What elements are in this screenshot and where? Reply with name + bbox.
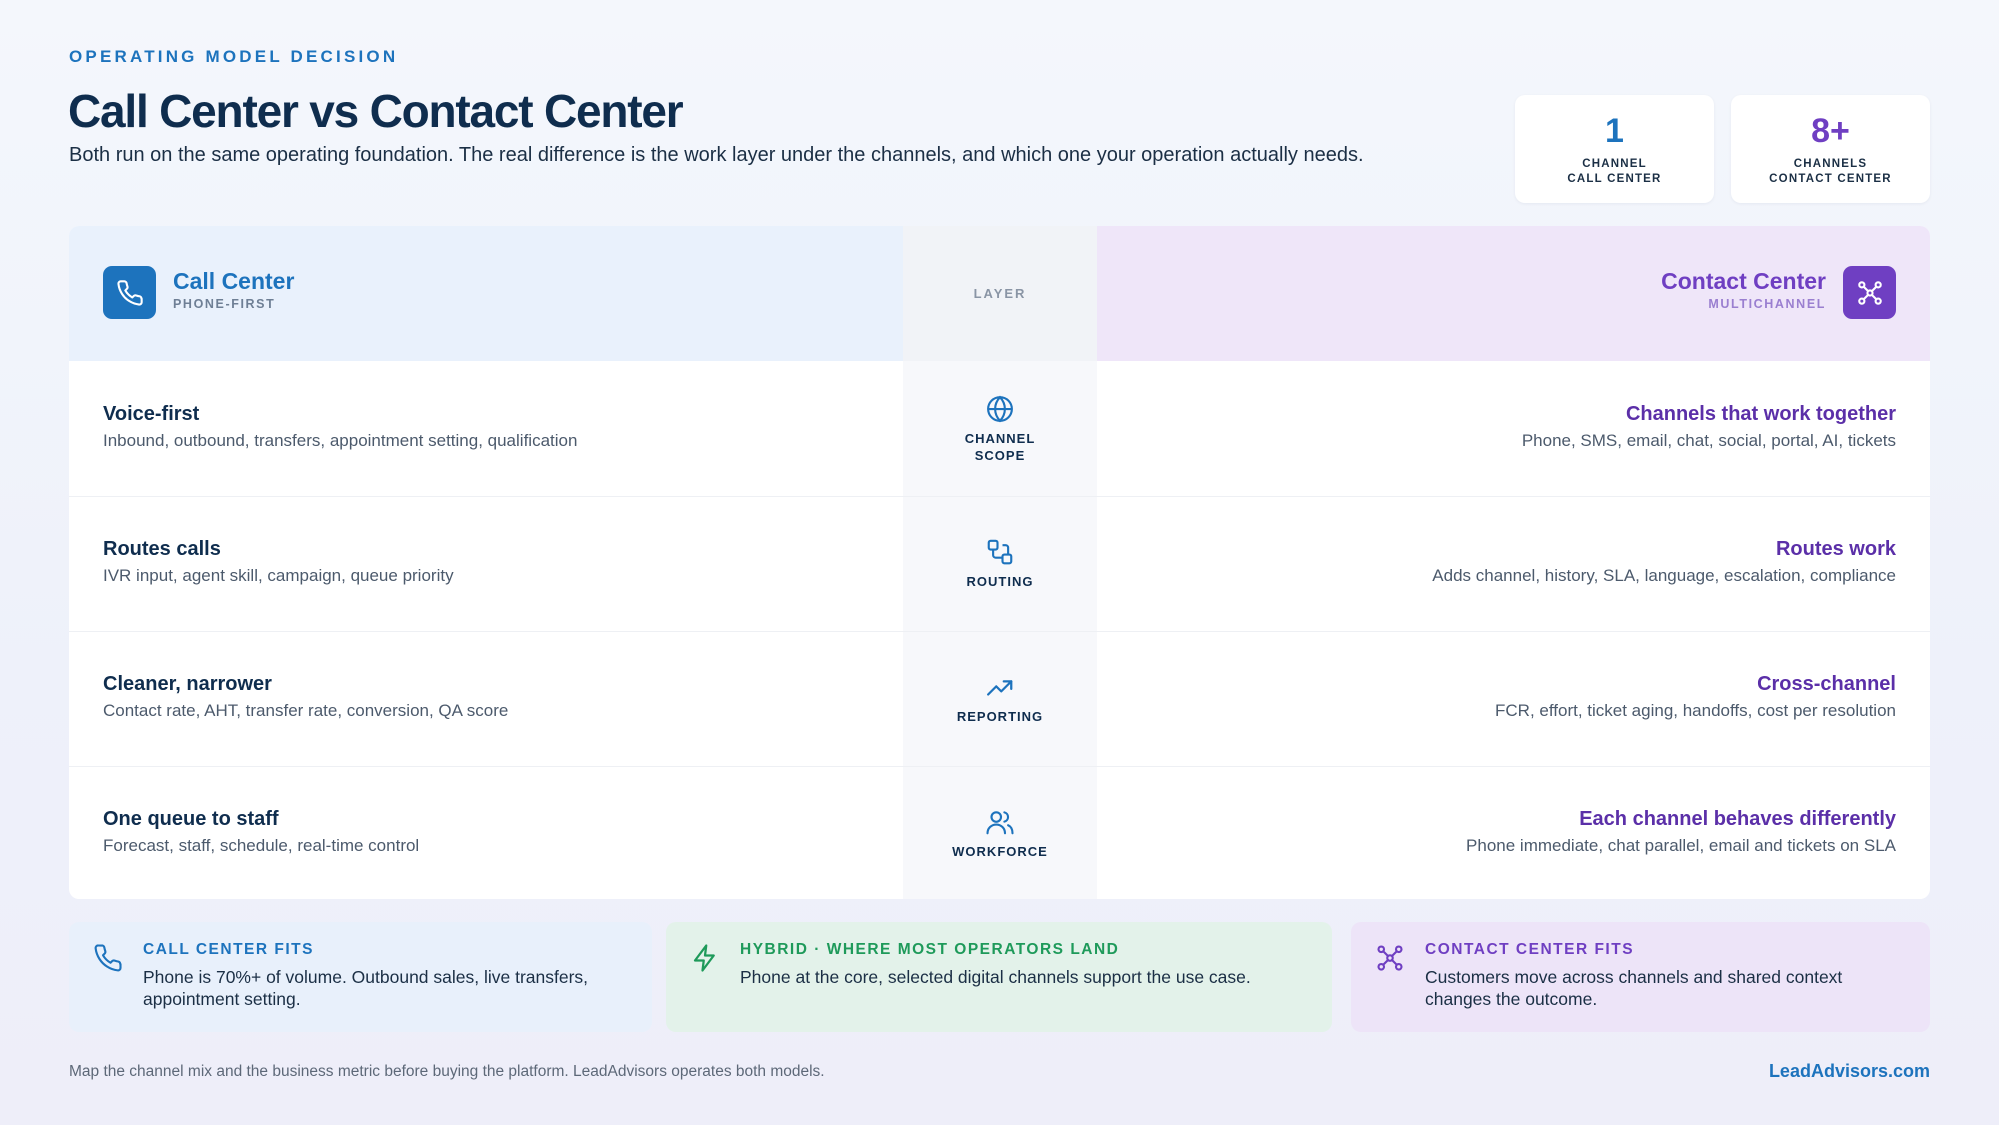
- contact-center-cell: Each channel behaves differently Phone i…: [1116, 806, 1896, 858]
- fit-desc: Phone at the core, selected digital chan…: [740, 967, 1251, 987]
- layer-label-line: SCOPE: [974, 447, 1026, 463]
- contact-center-title: Contact Center: [1661, 268, 1826, 294]
- page-subtitle: Both run on the same operating foundatio…: [69, 144, 1364, 166]
- stat-label: CHANNELS CONTACT CENTER: [1731, 157, 1930, 187]
- layer-header: LAYER: [903, 226, 1097, 361]
- bolt-icon: [693, 944, 715, 972]
- phone-icon: [94, 944, 122, 972]
- call-center-title: Call Center: [173, 268, 295, 294]
- cell-title: Cleaner, narrower: [103, 673, 272, 695]
- layer-label: ROUTING: [967, 573, 1034, 590]
- fit-title: CALL CENTER FITS: [143, 941, 314, 958]
- layer-cell: WORKFORCE: [903, 766, 1097, 899]
- stat-label-line: CALL CENTER: [1567, 173, 1662, 185]
- contact-center-cell: Routes work Adds channel, history, SLA, …: [1116, 536, 1896, 588]
- layer-label: REPORTING: [957, 708, 1043, 725]
- layer-cell: CHANNEL SCOPE: [903, 361, 1097, 496]
- phone-icon: [103, 266, 156, 319]
- call-center-cell: Voice-first Inbound, outbound, transfers…: [103, 401, 883, 453]
- cell-title: Routes work: [1775, 538, 1896, 560]
- call-center-fits-card: CALL CENTER FITS Phone is 70%+ of volume…: [69, 922, 652, 1032]
- users-icon: [986, 811, 1014, 835]
- brand-link[interactable]: LeadAdvisors.com: [1768, 1061, 1930, 1081]
- row-divider: [69, 631, 1930, 632]
- layer-label: WORKFORCE: [952, 843, 1048, 860]
- footnote: Map the channel mix and the business met…: [69, 1063, 825, 1080]
- contact-center-fits-card: CONTACT CENTER FITS Customers move acros…: [1351, 922, 1930, 1032]
- fit-desc: Phone is 70%+ of volume. Outbound sales,…: [143, 967, 589, 1009]
- contact-center-cell: Channels that work together Phone, SMS, …: [1116, 401, 1896, 453]
- layer-label-line: CHANNEL: [964, 430, 1036, 446]
- call-center-header: Call Center PHONE-FIRST: [69, 226, 903, 361]
- network-icon: [1843, 266, 1896, 319]
- contact-center-header: Contact Center MULTICHANNEL: [1097, 226, 1930, 361]
- layer-label: CHANNEL SCOPE: [965, 430, 1036, 464]
- table-row: Routes calls IVR input, agent skill, cam…: [69, 496, 1930, 631]
- table-row: Voice-first Inbound, outbound, transfers…: [69, 361, 1930, 496]
- cell-desc: FCR, effort, ticket aging, handoffs, cos…: [1495, 701, 1896, 720]
- stat-value: 8+: [1811, 112, 1850, 150]
- call-center-cell: Cleaner, narrower Contact rate, AHT, tra…: [103, 671, 883, 723]
- cell-title: Voice-first: [103, 403, 200, 425]
- contact-center-cell: Cross-channel FCR, effort, ticket aging,…: [1116, 671, 1896, 723]
- cell-title: Each channel behaves differently: [1579, 808, 1896, 830]
- globe-icon: [987, 395, 1013, 422]
- call-center-cell: One queue to staff Forecast, staff, sche…: [103, 806, 883, 858]
- contact-center-subtitle: MULTICHANNEL: [1708, 297, 1826, 311]
- cell-desc: IVR input, agent skill, campaign, queue …: [103, 566, 454, 585]
- stat-label-line: CONTACT CENTER: [1769, 173, 1892, 185]
- cell-desc: Phone immediate, chat parallel, email an…: [1466, 836, 1896, 855]
- cell-title: One queue to staff: [103, 808, 279, 830]
- cell-desc: Phone, SMS, email, chat, social, portal,…: [1521, 431, 1896, 450]
- fit-title: CONTACT CENTER FITS: [1425, 941, 1635, 958]
- cell-title: Routes calls: [103, 538, 221, 560]
- cell-title: Cross-channel: [1757, 673, 1896, 695]
- network-icon: [1377, 945, 1403, 971]
- stat-card-contact-center: 8+ CHANNELS CONTACT CENTER: [1731, 95, 1930, 203]
- stat-card-call-center: 1 CHANNEL CALL CENTER: [1515, 95, 1714, 203]
- cell-desc: Adds channel, history, SLA, language, es…: [1432, 566, 1896, 585]
- layer-cell: REPORTING: [903, 631, 1097, 766]
- row-divider: [69, 496, 1930, 497]
- layer-column: [903, 361, 1097, 899]
- trend-up-icon: [987, 680, 1013, 696]
- comparison-table: Call Center PHONE-FIRST LAYER Contact Ce…: [69, 226, 1930, 899]
- page-title: Call Center vs Contact Center: [68, 85, 684, 137]
- table-row: Cleaner, narrower Contact rate, AHT, tra…: [69, 631, 1930, 766]
- layer-label-line: WORKFORCE: [952, 844, 1048, 859]
- layer-label-line: REPORTING: [956, 709, 1044, 724]
- layer-label-line: ROUTING: [966, 574, 1034, 589]
- routing-icon: [987, 539, 1013, 565]
- layer-cell: ROUTING: [903, 496, 1097, 631]
- row-divider: [69, 766, 1930, 767]
- cell-desc: Inbound, outbound, transfers, appointmen…: [103, 431, 578, 450]
- stat-label-line: CHANNEL: [1582, 158, 1647, 170]
- cell-title: Channels that work together: [1625, 403, 1896, 425]
- call-center-cell: Routes calls IVR input, agent skill, cam…: [103, 536, 883, 588]
- hybrid-card: HYBRID · WHERE MOST OPERATORS LAND Phone…: [666, 922, 1332, 1032]
- fit-title: HYBRID · WHERE MOST OPERATORS LAND: [740, 941, 1120, 958]
- call-center-subtitle: PHONE-FIRST: [173, 297, 276, 311]
- cell-desc: Forecast, staff, schedule, real-time con…: [103, 836, 420, 855]
- table-row: One queue to staff Forecast, staff, sche…: [69, 766, 1930, 899]
- stat-label: CHANNEL CALL CENTER: [1515, 157, 1714, 187]
- eyebrow: OPERATING MODEL DECISION: [69, 47, 399, 66]
- stat-label-line: CHANNELS: [1793, 158, 1868, 170]
- cell-desc: Contact rate, AHT, transfer rate, conver…: [103, 701, 509, 720]
- fit-desc: Customers move across channels and share…: [1425, 967, 1843, 1009]
- stat-value: 1: [1605, 112, 1624, 150]
